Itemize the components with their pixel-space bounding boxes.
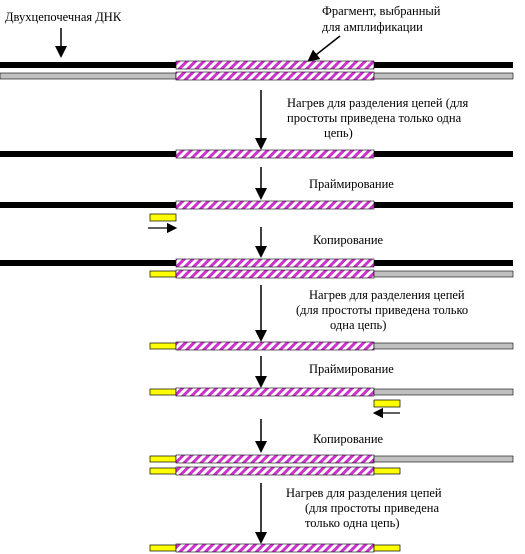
fragment-bottom [175, 71, 375, 81]
heat2-line2: (для простоты приведена только [296, 303, 468, 317]
new-fragment [175, 269, 375, 279]
heat1-line1: Нагрев для разделения цепей (для [287, 96, 469, 110]
fragment-label-line2: для амплификации [322, 20, 423, 34]
initial-dsdna [0, 60, 514, 81]
primer [149, 388, 177, 396]
copying2-label: Копирование [313, 432, 384, 446]
complement [373, 388, 514, 396]
strand-left [0, 151, 176, 157]
heat2-line1: Нагрев для разделения цепей [309, 288, 465, 302]
fragment [175, 258, 375, 268]
single-strand-3 [149, 341, 514, 351]
primer-left-bottom [149, 467, 177, 475]
fragment [175, 149, 375, 159]
heat1-line2: простоты приведена только одна [287, 111, 462, 125]
primer-right [373, 544, 401, 552]
fragment [175, 543, 375, 553]
strand-left [0, 202, 176, 208]
copy-result-1 [0, 258, 514, 279]
complement-bottom-left [0, 72, 177, 80]
primer-left [149, 544, 177, 552]
primer-right-bottom [373, 467, 401, 475]
fragment-bottom [175, 466, 375, 476]
final-product [149, 543, 401, 553]
primer-2 [373, 399, 401, 408]
fragment [175, 200, 375, 210]
complement-bottom-right [373, 72, 514, 80]
primer [149, 270, 177, 278]
new-complement [373, 270, 514, 278]
copy-result-2 [149, 454, 514, 476]
complement-top [373, 455, 514, 463]
strand-left [0, 260, 176, 266]
fragment-label-line1: Фрагмент, выбранный [322, 4, 441, 18]
fragment-top [175, 60, 375, 70]
primer-1 [149, 213, 177, 222]
fragment-arrow [307, 35, 341, 62]
fragment-top [175, 454, 375, 464]
fragment [175, 341, 375, 351]
copying1-label: Копирование [313, 233, 384, 247]
primer-left-top [149, 455, 177, 463]
single-strand-1 [0, 149, 513, 159]
heat3-line3: только одна цепь) [305, 516, 400, 530]
strand-right [374, 151, 513, 157]
fragment [175, 387, 375, 397]
single-strand-2 [0, 200, 513, 210]
strand-top-right [374, 62, 513, 68]
strand-right [374, 202, 513, 208]
priming2-label: Праймирование [309, 362, 394, 376]
heat2-line3: одна цепь) [330, 318, 386, 332]
heat1-line3: цепь) [324, 126, 353, 140]
single-strand-4 [149, 387, 514, 397]
strand-top-left [0, 62, 176, 68]
dsdna-label: Двухцепочечная ДНК [5, 10, 122, 24]
heat3-line2: (для простоты приведена [305, 501, 439, 515]
strand-right [374, 260, 513, 266]
heat3-line1: Нагрев для разделения цепей [286, 486, 442, 500]
priming1-label: Праймирование [309, 177, 394, 191]
complement [373, 342, 514, 350]
primer [149, 342, 177, 350]
